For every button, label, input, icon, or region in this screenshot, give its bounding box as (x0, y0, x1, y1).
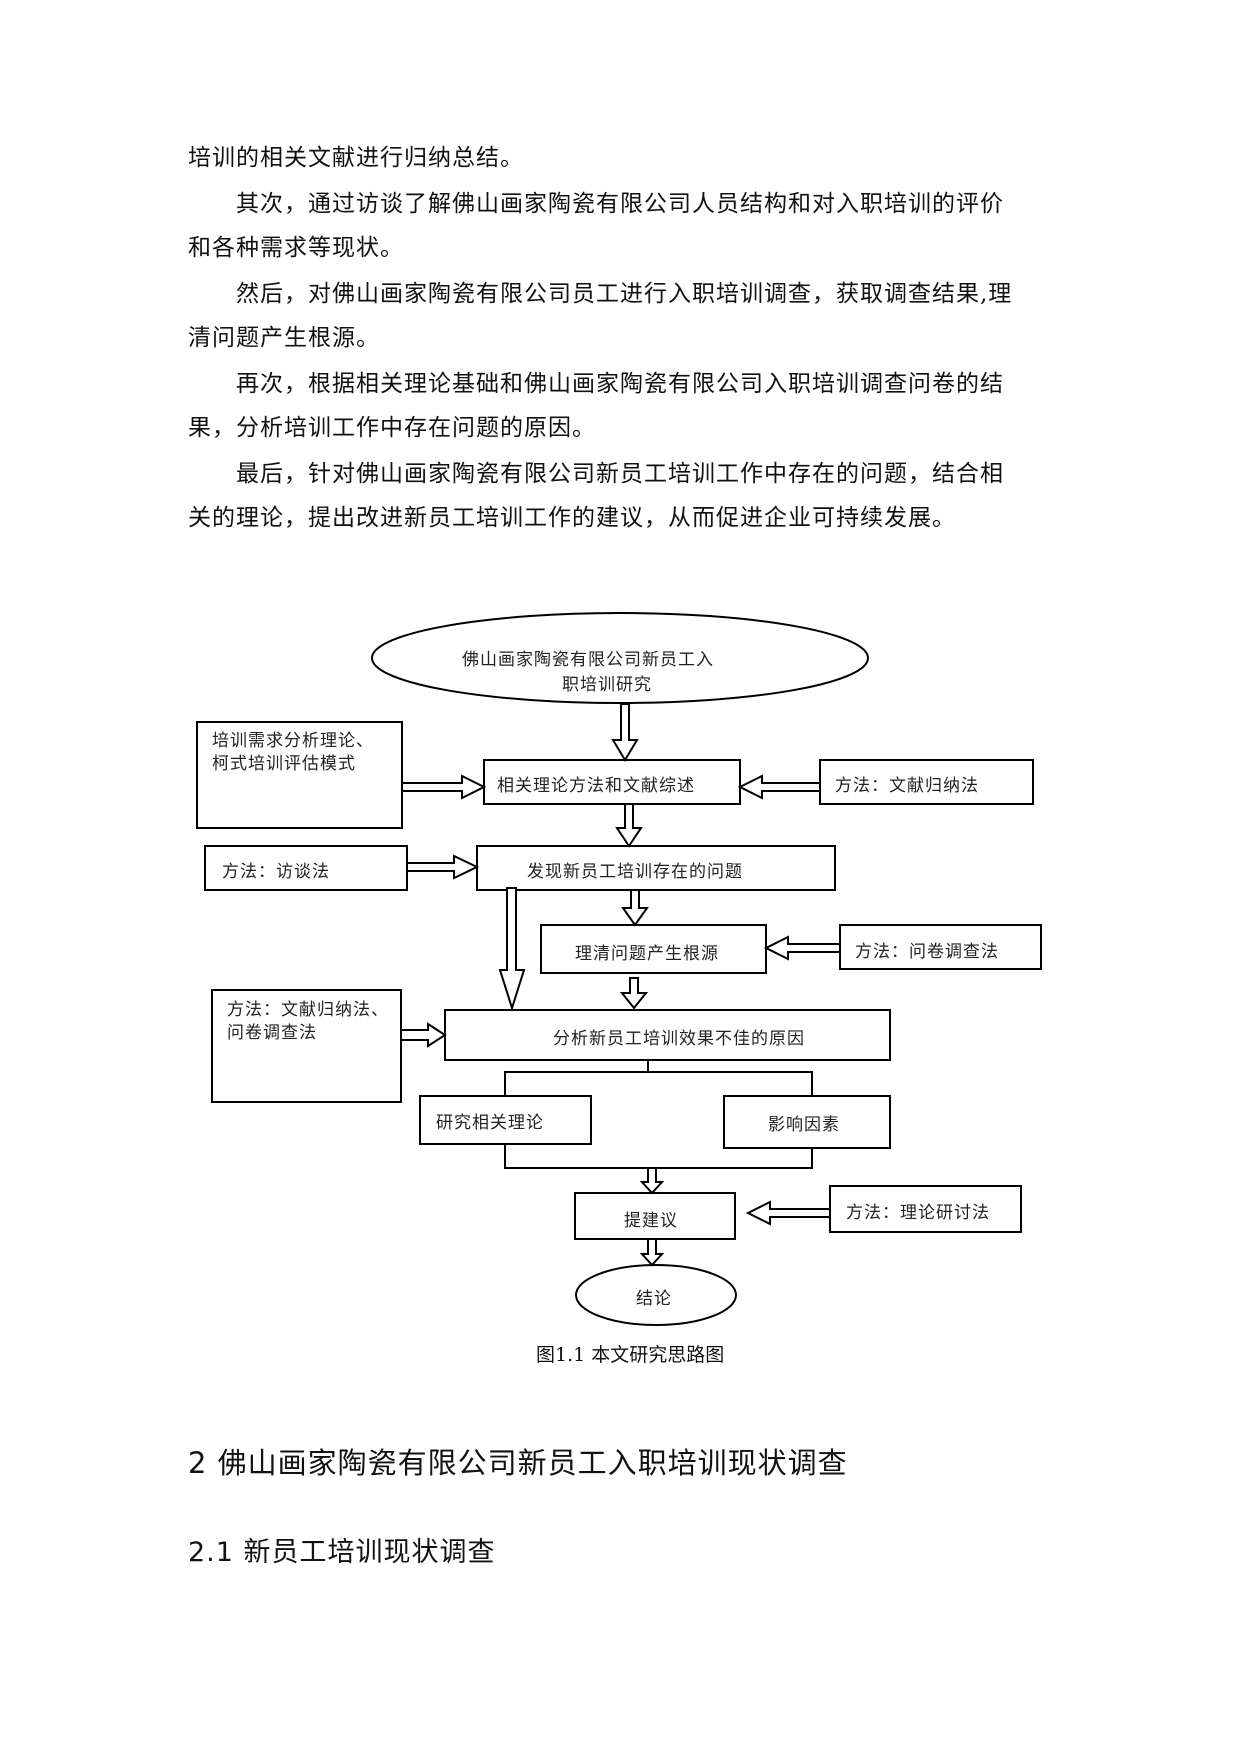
sub-theory-label: 研究相关理论 (436, 1113, 544, 1133)
find-problems-label: 发现新员工培训存在的问题 (527, 862, 743, 882)
paragraph-continuation: 培训的相关文献进行归纳总结。 (188, 145, 524, 171)
method-theory-discussion-box (829, 1185, 1022, 1233)
sub-factors-label: 影响因素 (768, 1115, 840, 1135)
analyze-box (444, 1009, 891, 1061)
end-ellipse (575, 1264, 737, 1326)
theory-input-line2: 柯式培训评估模式 (212, 754, 356, 774)
paragraph-finally-line2: 关的理论，提出改进新员工培训工作的建议，从而促进企业可持续发展。 (188, 505, 956, 531)
figure-caption: 图1.1 本文研究思路图 (536, 1344, 725, 1366)
paragraph-secondly-line2: 和各种需求等现状。 (188, 235, 404, 261)
paragraph-again-line2: 果，分析培训工作中存在问题的原因。 (188, 415, 596, 441)
method-literature-label: 方法：文献归纳法 (835, 776, 979, 796)
method-literature-box (819, 759, 1034, 805)
paragraph-then-line2: 清问题产生根源。 (188, 325, 380, 351)
root-cause-label: 理清问题产生根源 (575, 944, 719, 964)
paragraph-again-line1: 再次，根据相关理论基础和佛山画家陶瓷有限公司入职培训调查问卷的结 (236, 371, 1004, 397)
theory-input-box (196, 721, 403, 829)
method-interview-box (204, 845, 408, 891)
method-theory-discussion-label: 方法：理论研讨法 (846, 1203, 990, 1223)
suggest-box (574, 1192, 736, 1240)
suggest-label: 提建议 (624, 1211, 678, 1231)
analyze-label: 分析新员工培训效果不佳的原因 (553, 1029, 805, 1049)
subsection-heading-2-1: 2.1 新员工培训现状调查 (188, 1537, 496, 1568)
section-heading-2: 2 佛山画家陶瓷有限公司新员工入职培训现状调查 (188, 1446, 848, 1480)
paragraph-secondly-line1: 其次，通过访谈了解佛山画家陶瓷有限公司人员结构和对入职培训的评价 (236, 191, 1004, 217)
method-questionnaire-label: 方法：问卷调查法 (855, 942, 999, 962)
paragraph-finally-line1: 最后，针对佛山画家陶瓷有限公司新员工培训工作中存在的问题，结合相 (236, 461, 1004, 487)
end-label: 结论 (636, 1289, 672, 1309)
method-interview-label: 方法：访谈法 (222, 862, 330, 882)
start-line1: 佛山画家陶瓷有限公司新员工入 (462, 650, 714, 670)
theory-input-line1: 培训需求分析理论、 (212, 731, 374, 751)
sub-factors-box (723, 1095, 891, 1149)
start-line2: 职培训研究 (562, 675, 652, 695)
root-cause-box (540, 924, 767, 974)
review-box (483, 759, 741, 805)
method-lit-questionnaire-line1: 方法：文献归纳法、 (227, 1000, 389, 1020)
method-lit-questionnaire-line2: 问卷调查法 (227, 1023, 317, 1043)
method-lit-questionnaire-box (211, 989, 402, 1103)
sub-theory-box (419, 1095, 592, 1145)
method-questionnaire-box (839, 924, 1042, 970)
review-label: 相关理论方法和文献综述 (497, 776, 695, 796)
paragraph-then-line1: 然后，对佛山画家陶瓷有限公司员工进行入职培训调查，获取调查结果,理 (236, 281, 1013, 307)
